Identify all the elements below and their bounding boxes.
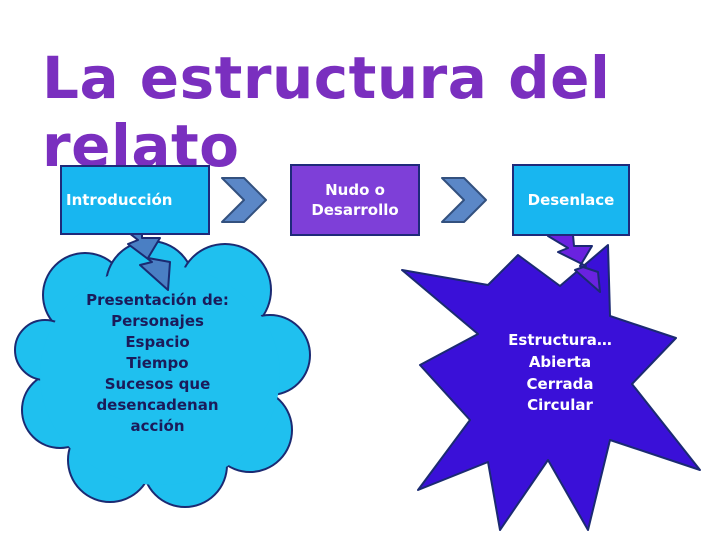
- cloud-line: Sucesos que: [104, 375, 211, 393]
- cloud-line: Tiempo: [126, 354, 189, 372]
- cloud-line: desencadenan: [96, 396, 219, 414]
- chevron-right-icon: [221, 177, 267, 223]
- cloud-line: Personajes: [111, 312, 204, 330]
- chevron-right-icon: [441, 177, 487, 223]
- starburst-callout: [401, 244, 701, 531]
- box-nudo-desarrollo: Nudo o Desarrollo: [290, 164, 420, 236]
- cloud-callout-text: Presentación de: Personajes Espacio Tiem…: [70, 290, 245, 437]
- box-desenlace-label: Desenlace: [527, 190, 615, 209]
- cloud-line: Espacio: [125, 333, 190, 351]
- star-line: Abierta: [528, 352, 592, 371]
- cloud-line: acción: [130, 417, 185, 435]
- box-introduccion: Introducción: [60, 165, 210, 235]
- page-title: La estructura del relato: [42, 44, 611, 180]
- box-nudo-label: Nudo o Desarrollo: [311, 180, 399, 219]
- star-line: Circular: [527, 396, 593, 415]
- box-desenlace: Desenlace: [512, 164, 630, 236]
- starburst-text: Estructura… Abierta Cerrada Circular: [490, 330, 630, 417]
- cloud-line: Presentación de:: [86, 291, 229, 309]
- lightning-bolt-icon: [547, 223, 601, 293]
- star-line: Estructura…: [508, 331, 612, 349]
- star-line: Cerrada: [526, 374, 594, 393]
- box-introduccion-label: Introducción: [66, 190, 173, 209]
